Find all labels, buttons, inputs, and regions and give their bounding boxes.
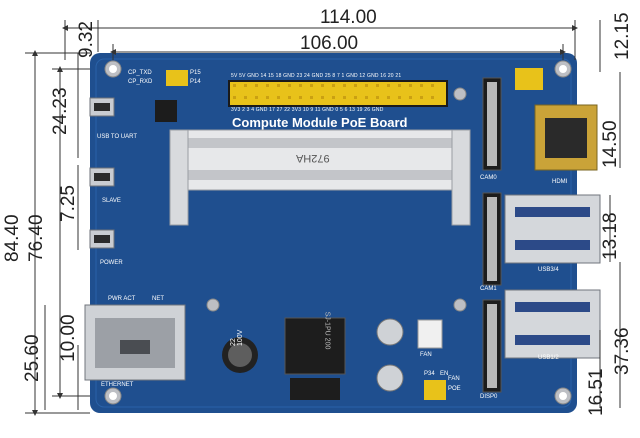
- ic-chip: [155, 100, 177, 122]
- label-cp-txd: CP_TXD: [128, 70, 152, 76]
- label-cam1: CAM1: [480, 286, 497, 292]
- label-usb-to-uart: USB TO UART: [97, 134, 138, 140]
- gpio-header: [228, 80, 448, 107]
- micro-usb-ports: [89, 97, 115, 249]
- dim-top-width-1: 114.00: [320, 7, 377, 28]
- usb-a-ports: [504, 194, 601, 359]
- label-usb12: USB1/2: [538, 355, 559, 361]
- label-pwr-act: PWR ACT: [108, 296, 136, 302]
- top-right-jumper: [515, 68, 543, 90]
- dim-ethernet-bottom: 10.00: [58, 314, 79, 362]
- label-net: NET: [152, 296, 164, 302]
- dim-hole-span-height: 76.40: [26, 214, 47, 262]
- mount-hole-mid-right: [453, 298, 467, 312]
- hdmi-port: [534, 104, 598, 171]
- label-en: EN: [440, 371, 449, 377]
- usb12-port: [504, 289, 601, 359]
- mount-hole-mid-left: [453, 87, 467, 101]
- label-slave: SLAVE: [102, 198, 121, 204]
- label-disp0: DISP0: [480, 394, 498, 400]
- dim-top-width-2: 106.00: [300, 33, 359, 54]
- capacitor-2: [376, 364, 404, 392]
- label-socket: 972HA: [296, 152, 330, 164]
- label-poe: POE: [448, 386, 461, 392]
- poe-transformer: [284, 317, 346, 375]
- dim-usb34-offset: 13.18: [600, 212, 621, 260]
- fan-connector: [417, 319, 443, 349]
- label-p14: P14: [190, 79, 201, 85]
- label-p15: P15: [190, 70, 201, 76]
- usb34-port: [504, 194, 601, 264]
- board-title: Compute Module PoE Board: [232, 115, 408, 130]
- label-cp-rxd: CP_RXD: [128, 79, 153, 85]
- header-bottom-row: 3V3 2 3 4 GND 17 27 22 3V3 10 9 11 GND 0…: [231, 107, 384, 113]
- mounting-holes: [104, 60, 572, 405]
- label-transformer: SJ-1PU 200: [323, 311, 331, 350]
- poe-jumper: [424, 380, 446, 400]
- capacitor-1: [376, 318, 404, 346]
- dim-hole-offset-top-right: 12.15: [612, 12, 633, 60]
- label-power: POWER: [100, 260, 123, 266]
- dimension-lines: [25, 20, 621, 416]
- dim-hdmi-offset: 14.50: [600, 120, 621, 168]
- dim-usb12-offset: 37.36: [612, 327, 633, 375]
- label-fan-top: FAN: [420, 352, 432, 358]
- label-hdmi: HDMI: [552, 179, 568, 185]
- label-fan-bottom: FAN: [448, 376, 460, 382]
- label-ethernet: ETHERNET: [101, 382, 134, 388]
- label-capacitor: 22 100V: [230, 329, 244, 346]
- label-cam0: CAM0: [480, 175, 497, 181]
- uart-jumper: [166, 70, 188, 86]
- dim-bottom-right-offset: 16.51: [586, 368, 607, 416]
- label-p34: P34: [424, 371, 435, 377]
- dim-ethernet-offset: 25.60: [22, 334, 43, 382]
- mount-hole-center: [206, 298, 220, 312]
- dim-usb-uart-offset: 24.23: [50, 87, 71, 135]
- dim-usb-pitch: 7.25: [58, 185, 79, 222]
- power-components: [155, 68, 543, 400]
- header-top-row: 5V 5V GND 14 15 18 GND 23 24 GND 25 8 7 …: [231, 73, 402, 79]
- ethernet-port: [84, 304, 186, 381]
- fpc-connectors: [482, 77, 502, 393]
- dim-total-height: 84.40: [2, 214, 23, 262]
- label-usb34: USB3/4: [538, 267, 559, 273]
- dim-hole-offset-top-left: 9.32: [76, 21, 97, 58]
- sodimm-socket: [169, 129, 471, 226]
